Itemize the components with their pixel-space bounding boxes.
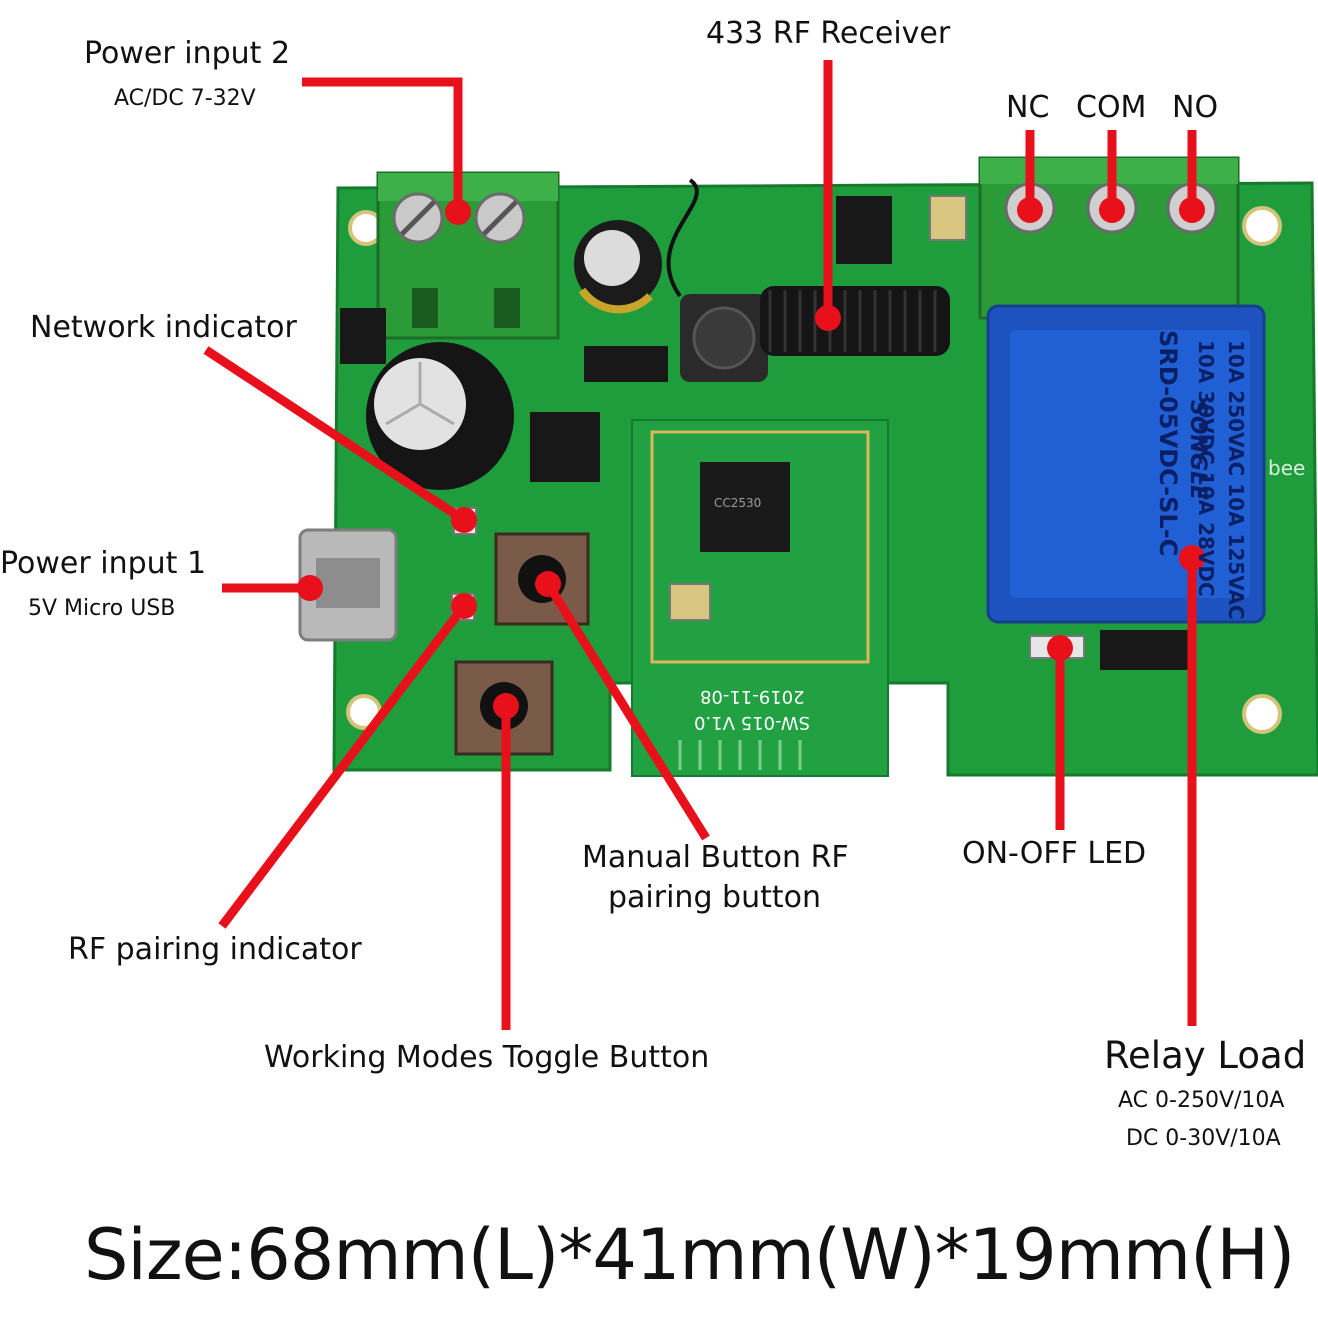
relay [986, 304, 1266, 624]
module-date: 2019-11-08 [700, 686, 805, 707]
capacitor-large [366, 342, 514, 490]
mounting-hole [1242, 206, 1282, 246]
label-relay-load: Relay Load [1104, 1034, 1307, 1077]
label-relay-load-dc: DC 0-30V/10A [1126, 1126, 1281, 1151]
label-power-input-2: Power input 2 [84, 36, 291, 71]
relay-spec-text: 10A 250VAC 10A 125VAC [1224, 340, 1248, 620]
label-network-indicator: Network indicator [30, 310, 297, 345]
ic-chip [530, 412, 600, 482]
power-input-2-terminal [376, 171, 560, 340]
ic-chip [836, 196, 892, 264]
chip-marking: CC2530 [714, 496, 761, 510]
label-no: NO [1172, 90, 1219, 125]
ic-chip [340, 308, 386, 364]
label-rf-receiver: 433 RF Receiver [706, 16, 951, 51]
pointer-dots [297, 197, 1205, 719]
label-working-modes-button: Working Modes Toggle Button [264, 1040, 710, 1075]
label-power-input-1-spec: 5V Micro USB [28, 596, 176, 621]
inductor [680, 294, 768, 382]
label-manual-button-line-1: Manual Button RF [582, 840, 849, 875]
label-manual-button-line-2: pairing button [608, 880, 821, 915]
label-power-input-1: Power input 1 [0, 546, 207, 581]
capacitor-small [574, 220, 662, 314]
zigbee-module [631, 419, 889, 777]
diode [1100, 630, 1188, 670]
label-com: COM [1076, 90, 1147, 125]
label-power-input-2-spec: AC/DC 7-32V [114, 86, 256, 111]
relay-brand: SONGLE [1185, 400, 1210, 500]
ic-chip [584, 346, 668, 382]
label-nc: NC [1006, 90, 1050, 125]
side-text-value: bee [1268, 456, 1306, 480]
module-date-text: 2019-11-08 [700, 686, 805, 707]
rf-antenna-coil [666, 178, 950, 356]
mounting-hole [1242, 694, 1282, 734]
relay-brand-text: SONGLE [1185, 400, 1210, 501]
side-text: bee [1268, 456, 1305, 480]
size-caption: Size:68mm(L)*41mm(W)*19mm(H) [84, 1214, 1295, 1296]
relay-spec-line-1: 10A 250VAC 10A 125VAC [1224, 340, 1248, 620]
relay-spec-text: SRD-05VDC-SL-C [1154, 330, 1182, 610]
chip-text: CC2530 [714, 496, 762, 510]
label-rf-pairing-indicator: RF pairing indicator [68, 932, 362, 967]
label-on-off-led: ON-OFF LED [962, 836, 1147, 871]
relay-model: SRD-05VDC-SL-C [1154, 330, 1182, 557]
module-version: SW-015 V1.0 [694, 712, 810, 733]
label-relay-load-ac: AC 0-250V/10A [1118, 1088, 1285, 1113]
module-version-text: SW-015 V1.0 [694, 712, 811, 733]
pointer-lines [203, 60, 1197, 1030]
crystal [929, 195, 967, 241]
